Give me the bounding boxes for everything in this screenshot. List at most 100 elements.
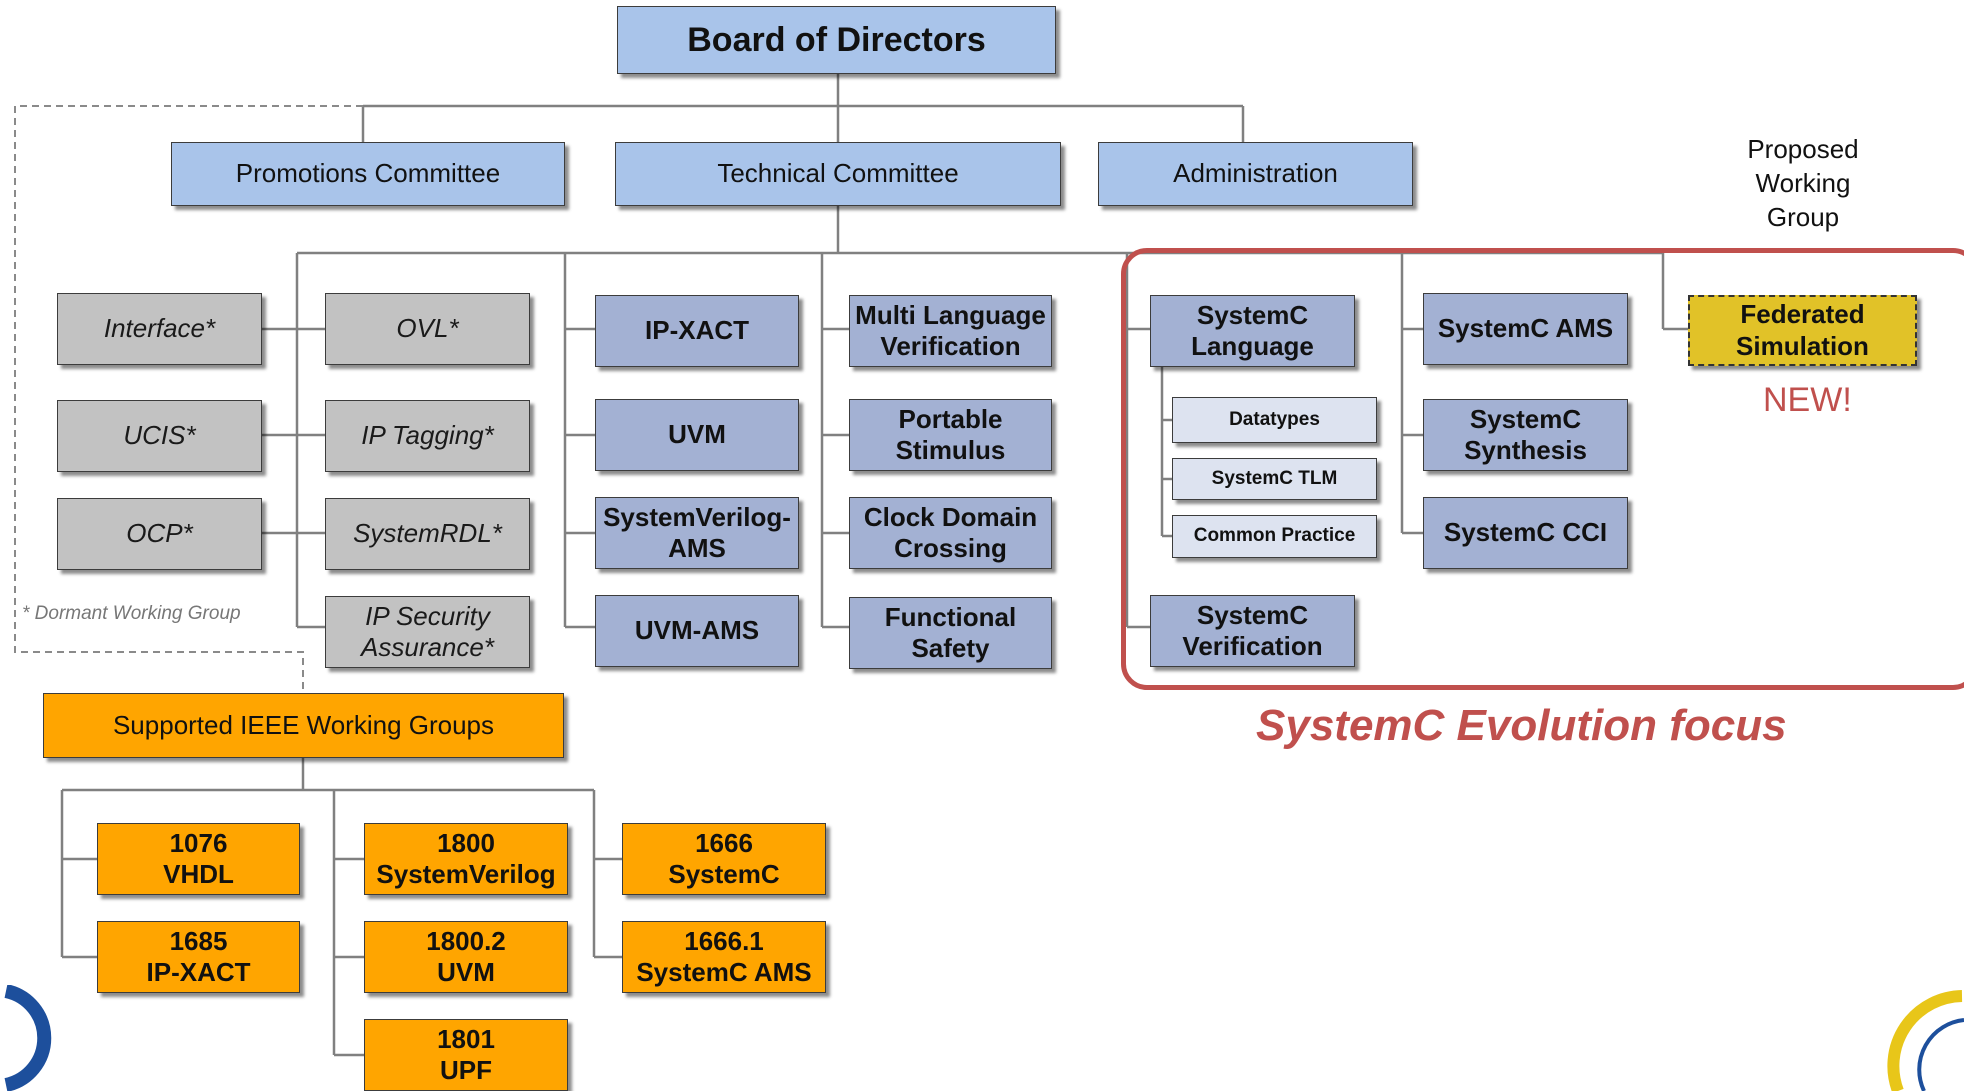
ieee-1800-name: SystemVerilog — [376, 859, 556, 889]
dormant-ocp: OCP* — [57, 498, 262, 570]
common-practice-label: Common Practice — [1193, 525, 1356, 547]
verification-line2: Verification — [1182, 631, 1323, 661]
sub-datatypes: Datatypes — [1172, 397, 1377, 443]
mlv-line1: Multi Language — [855, 299, 1046, 330]
board-of-directors: Board of Directors — [617, 6, 1056, 74]
ieee-1800-number: 1800 — [437, 827, 495, 858]
dormant-ovl: OVL* — [325, 293, 530, 365]
right-logo-fragment — [1887, 990, 1964, 1091]
synthesis-line2: Synthesis — [1464, 435, 1587, 465]
wg-uvm: UVM — [595, 399, 799, 471]
ieee-1801-name: UPF — [440, 1055, 492, 1085]
cdc-line2: Crossing — [894, 533, 1007, 563]
technical-committee: Technical Committee — [615, 142, 1061, 206]
mlv-line2: Verification — [880, 331, 1021, 361]
ieee-1076-name: VHDL — [163, 859, 234, 889]
dormant-ip-tagging: IP Tagging* — [325, 400, 530, 472]
systemrdl-label: SystemRDL* — [353, 518, 502, 549]
language-line1: SystemC — [1196, 299, 1309, 330]
ieee-1666-1-name: SystemC AMS — [636, 957, 812, 987]
ps-line2: Stimulus — [895, 435, 1006, 465]
cci-label: SystemC CCI — [1443, 517, 1608, 548]
ieee-header-label: Supported IEEE Working Groups — [112, 709, 495, 740]
ieee-1666-name: SystemC — [668, 859, 780, 889]
ieee-1666-number: 1666 — [695, 827, 753, 858]
ieee-1685-name: IP-XACT — [146, 957, 251, 987]
administration: Administration — [1098, 142, 1413, 206]
ieee-1076-number: 1076 — [169, 827, 228, 858]
ip-xact-label: IP-XACT — [645, 315, 749, 346]
dormant-systemrdl: SystemRDL* — [325, 498, 530, 570]
synthesis-line1: SystemC — [1469, 403, 1582, 434]
promotions-committee: Promotions Committee — [171, 142, 565, 206]
ieee-1666-1-number: 1666.1 — [684, 925, 764, 956]
ovl-label: OVL* — [396, 313, 459, 344]
administration-label: Administration — [1173, 158, 1338, 189]
ieee-1800-2-number: 1800.2 — [426, 925, 506, 956]
uvm-ams-label: UVM-AMS — [634, 615, 760, 646]
wg-systemverilog-ams: SystemVerilog-AMS — [595, 497, 799, 569]
dormant-note: * Dormant Working Group — [22, 603, 241, 624]
ucis-label: UCIS* — [123, 420, 196, 451]
fs-line1: Functional — [884, 601, 1017, 632]
uvm-label: UVM — [668, 419, 726, 450]
new-badge: NEW! — [1763, 381, 1852, 419]
wg-systemc-ams: SystemC AMS — [1423, 293, 1628, 365]
proposed-line3: Group — [1766, 201, 1840, 232]
sv-ams-line2: AMS — [668, 533, 726, 563]
systemc-focus-label: SystemC Evolution focus — [1256, 701, 1787, 750]
wg-ip-xact: IP-XACT — [595, 295, 799, 367]
ip-security-line1: IP Security — [365, 600, 490, 631]
ieee-1801-number: 1801 — [437, 1023, 495, 1054]
sub-common-practice: Common Practice — [1172, 515, 1377, 558]
ip-tagging-label: IP Tagging* — [361, 420, 494, 451]
interface-label: Interface* — [103, 313, 216, 344]
dormant-interface: Interface* — [57, 293, 262, 365]
cdc-line1: Clock Domain — [863, 501, 1038, 532]
ocp-label: OCP* — [126, 518, 193, 549]
ieee-working-groups-header: Supported IEEE Working Groups — [43, 693, 564, 758]
dormant-ucis: UCIS* — [57, 400, 262, 472]
ieee-1685-number: 1685 — [169, 925, 228, 956]
sv-ams-line1: SystemVerilog- — [603, 501, 791, 532]
ps-line1: Portable — [898, 403, 1003, 434]
board-label: Board of Directors — [687, 20, 986, 59]
federated-line2: Simulation — [1736, 330, 1869, 361]
left-logo-fragment — [4, 985, 52, 1091]
ams-label: SystemC AMS — [1437, 313, 1614, 344]
verification-line1: SystemC — [1196, 599, 1309, 630]
ieee-1800-2-name: UVM — [437, 957, 495, 987]
wg-uvm-ams: UVM-AMS — [595, 595, 799, 667]
systemc-focus-frame — [1121, 248, 1964, 690]
technical-label: Technical Committee — [717, 158, 959, 189]
sub-systemc-tlm: SystemC TLM — [1172, 458, 1377, 500]
promotions-label: Promotions Committee — [235, 158, 501, 189]
federated-line1: Federated — [1740, 299, 1865, 330]
datatypes-label: Datatypes — [1229, 408, 1320, 430]
ip-security-line2: Assurance* — [361, 632, 494, 662]
language-line2: Language — [1191, 331, 1314, 361]
proposed-line2: Working — [1755, 167, 1851, 198]
proposed-label: Proposed Working Group — [1718, 133, 1888, 234]
tlm-label: SystemC TLM — [1211, 467, 1338, 489]
proposed-line1: Proposed — [1747, 134, 1859, 164]
wg-systemc-cci: SystemC CCI — [1423, 497, 1628, 569]
fs-line2: Safety — [911, 633, 990, 663]
